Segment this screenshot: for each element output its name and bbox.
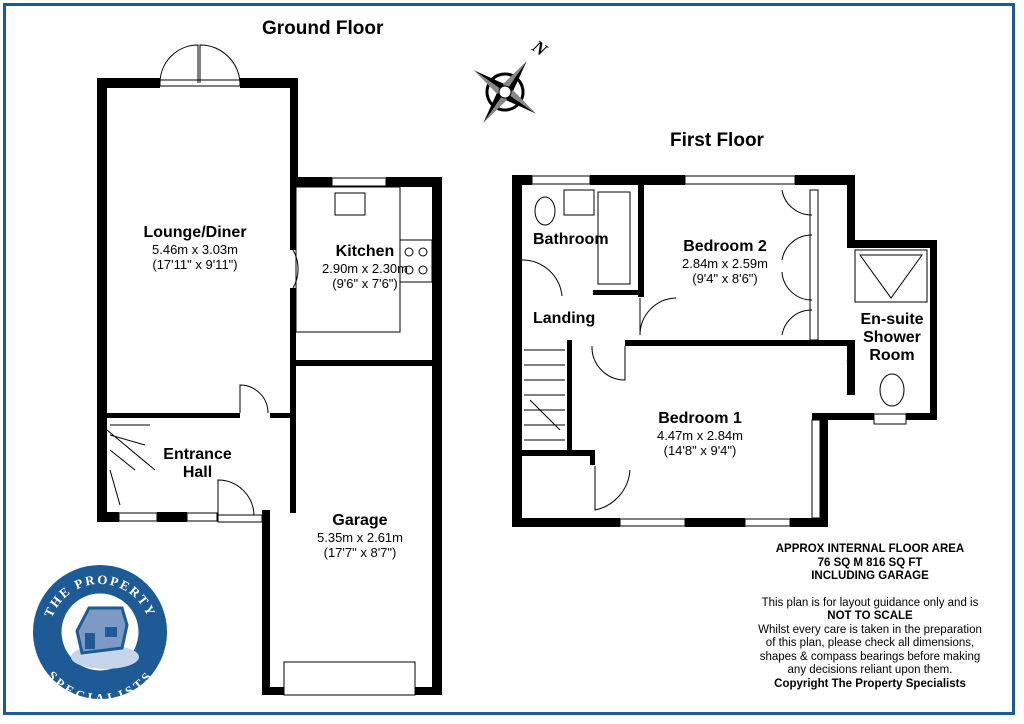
room-name-line2: Shower	[863, 329, 921, 346]
first-floor-title: First Floor	[670, 130, 764, 151]
room-bathroom: Bathroom	[533, 231, 609, 248]
room-dimensions-imperial: (9'4" x 8'6")	[692, 271, 758, 286]
compass-rose-icon	[473, 60, 537, 124]
room-name: Kitchen	[335, 243, 395, 260]
room-lounge-diner: Lounge/Diner 5.46m x 3.03m (17'11" x 9'1…	[130, 224, 260, 272]
room-en-suite-shower-room: En-suite Shower Room	[852, 311, 932, 365]
room-name: Garage	[332, 512, 388, 529]
page-border	[3, 3, 1015, 715]
copyright: Copyright The Property Specialists	[774, 677, 966, 690]
disclaimer-line-5: shapes & compass bearings before making	[759, 650, 981, 663]
room-name-line1: En-suite	[860, 311, 924, 328]
disclaimer-line-1: This plan is for layout guidance only an…	[761, 596, 979, 609]
room-name: Lounge/Diner	[143, 224, 247, 241]
room-dimensions-metric: 4.47m x 2.84m	[657, 428, 743, 443]
room-dimensions-metric: 5.35m x 2.61m	[317, 530, 403, 545]
disclaimer-line-3: Whilst every care is taken in the prepar…	[758, 623, 982, 636]
room-landing: Landing	[533, 310, 596, 327]
ground-floor-walls	[97, 78, 442, 695]
room-dimensions-imperial: (14'8" x 9'4")	[663, 443, 737, 458]
room-bedroom-1: Bedroom 1 4.47m x 2.84m (14'8" x 9'4")	[630, 410, 770, 458]
area-line-3: INCLUDING GARAGE	[811, 570, 929, 582]
room-bedroom-2: Bedroom 2 2.84m x 2.59m (9'4" x 8'6")	[660, 238, 790, 286]
first-floor-fixtures	[521, 175, 928, 527]
room-garage: Garage 5.35m x 2.61m (17'7" x 8'7")	[290, 512, 430, 560]
disclaimer-line-4: of this plan, please check all dimension…	[765, 637, 975, 649]
room-entrance-hall: Entrance Hall	[150, 446, 245, 482]
room-name: Bedroom 1	[658, 410, 742, 427]
ground-floor-fixtures	[106, 44, 433, 696]
area-line-2: 76 SQ M 816 SQ FT	[817, 556, 923, 569]
room-kitchen: Kitchen 2.90m x 2.30m (9'6" x 7'6")	[300, 243, 430, 291]
room-dimensions-imperial: (9'6" x 7'6")	[332, 276, 398, 291]
disclaimer-line-6: any decisions reliant upon them.	[787, 664, 953, 676]
room-name: Bedroom 2	[683, 238, 767, 255]
room-name-line1: Entrance	[163, 446, 232, 463]
room-name-line2: Hall	[182, 464, 213, 481]
ground-floor-title: Ground Floor	[262, 18, 384, 39]
room-dimensions-imperial: (17'7" x 8'7")	[323, 545, 397, 560]
area-line-1: APPROX INTERNAL FLOOR AREA	[775, 543, 965, 555]
room-dimensions-metric: 2.84m x 2.59m	[682, 256, 768, 271]
property-specialists-logo: THE PROPERTY SPECIALISTS	[33, 565, 167, 701]
room-name-line3: Room	[869, 347, 915, 364]
room-dimensions-imperial: (17'11" x 9'11")	[152, 257, 238, 272]
disclaimer-not-to-scale: NOT TO SCALE	[827, 610, 913, 622]
floor-area-and-disclaimer: APPROX INTERNAL FLOOR AREA 76 SQ M 816 S…	[742, 543, 998, 691]
room-dimensions-metric: 2.90m x 2.30m	[322, 261, 408, 276]
room-dimensions-metric: 5.46m x 3.03m	[152, 242, 238, 257]
